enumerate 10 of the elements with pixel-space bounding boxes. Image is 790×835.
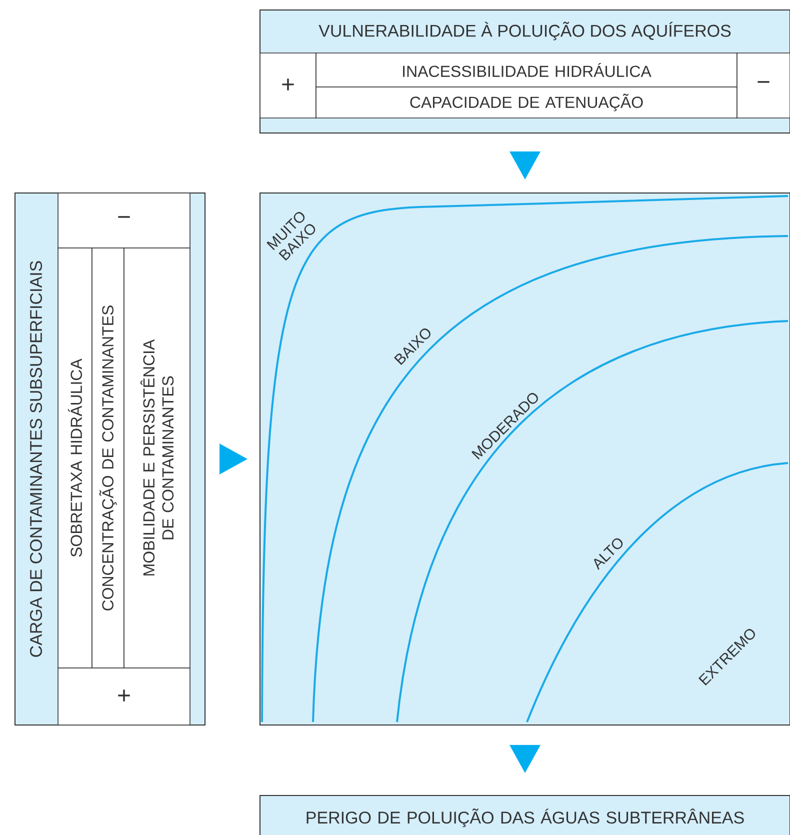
table-cell: −: [58, 192, 190, 248]
result-banner: PERIGO DE POLUIÇÃO DAS ÁGUAS SUBTERRÂNEAS: [260, 795, 790, 835]
table-cell: +: [58, 668, 190, 726]
table-cell: −: [736, 52, 790, 118]
arrow: [219, 444, 248, 474]
arrow: [510, 744, 540, 773]
arrow: [510, 151, 540, 180]
table-cell: +: [260, 52, 316, 118]
table-cell: CONCENTRAÇÃO DE CONTAMINANTES: [92, 248, 124, 668]
table-cell: SOBRETAXA HIDRÁULICA: [58, 248, 92, 668]
